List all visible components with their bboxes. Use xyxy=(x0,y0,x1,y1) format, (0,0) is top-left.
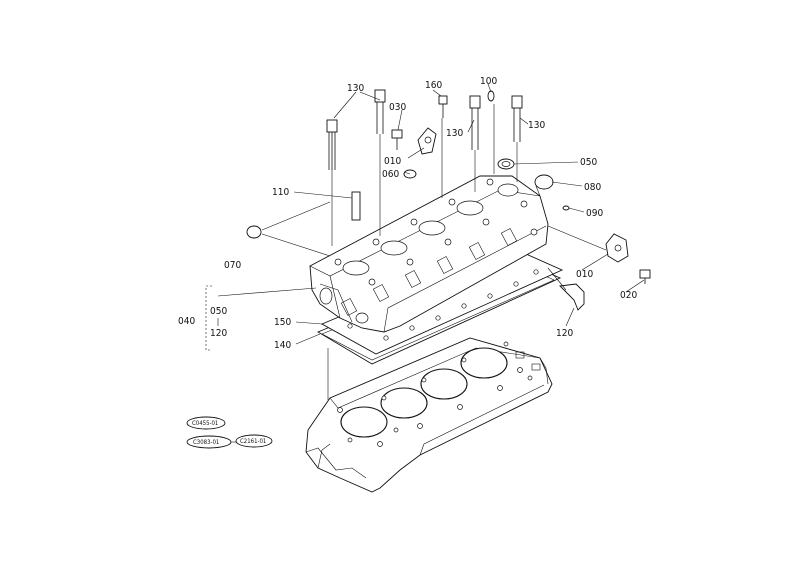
callout-010-lower: 010 xyxy=(576,269,593,280)
callout-010-upper: 010 xyxy=(384,156,401,167)
callout-050: 050 xyxy=(580,157,597,168)
callout-130-left: 130 xyxy=(347,83,364,94)
bracket-040 xyxy=(205,285,219,351)
callout-100: 100 xyxy=(480,76,497,87)
callout-160: 160 xyxy=(425,80,442,91)
callout-080: 080 xyxy=(584,182,601,193)
ref-bubble-3: C2161-01 xyxy=(240,438,266,445)
callout-020: 020 xyxy=(620,290,637,301)
callout-120-sub: 120 xyxy=(210,328,227,339)
callout-060: 060 xyxy=(382,169,399,180)
leader-lines xyxy=(217,83,645,400)
small-parts xyxy=(246,90,651,311)
ref-bubble-1: C0455-01 xyxy=(192,420,218,427)
callout-090: 090 xyxy=(586,208,603,219)
cylinder-block xyxy=(305,337,553,493)
reference-bubbles: C0455-01 C3083-01 C2161-01 xyxy=(186,416,273,449)
head-bolts xyxy=(326,89,523,170)
ref-bubble-2: C3083-01 xyxy=(193,439,219,446)
callout-050-sub: 050 xyxy=(210,306,227,317)
callout-140: 140 xyxy=(274,340,291,351)
cylinder-head xyxy=(309,175,549,333)
callout-150: 150 xyxy=(274,317,291,328)
callout-040: 040 xyxy=(178,316,195,327)
callout-030: 030 xyxy=(389,102,406,113)
callout-130-middle: 130 xyxy=(446,128,463,139)
callout-070: 070 xyxy=(224,260,241,271)
callout-120: 120 xyxy=(556,328,573,339)
callout-110: 110 xyxy=(272,187,289,198)
callout-labels: 130 030 160 100 130 130 010 050 060 110 … xyxy=(178,76,637,351)
callout-130-right: 130 xyxy=(528,120,545,131)
